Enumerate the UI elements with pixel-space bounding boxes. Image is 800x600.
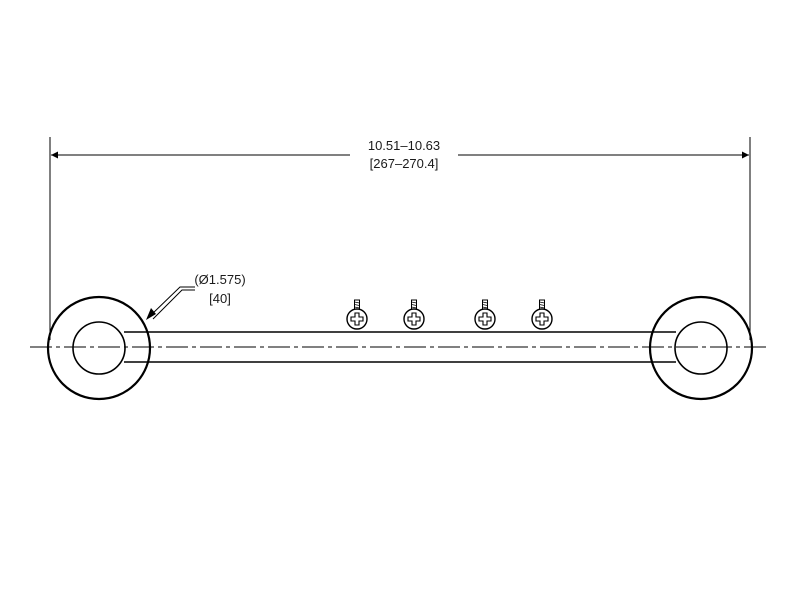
right-flange-inner xyxy=(674,321,728,375)
overall-length-inch-label: 10.51–10.63 xyxy=(368,138,440,153)
overall-length-mm-label: [267–270.4] xyxy=(370,156,439,171)
left-flange xyxy=(46,295,152,401)
screw-icon xyxy=(403,299,425,330)
leader-arrow xyxy=(146,308,156,320)
right-flange-outer xyxy=(648,295,754,401)
left-flange-outer xyxy=(46,295,152,401)
screw-icon xyxy=(474,299,496,330)
right-flange xyxy=(648,295,754,401)
screw-icon xyxy=(531,299,553,330)
flange-diameter-mm-label: [40] xyxy=(209,291,231,306)
screws xyxy=(346,299,553,330)
grab-bar-tube xyxy=(124,331,676,363)
flange-diameter-callout: (Ø1.575) [40] xyxy=(146,272,246,320)
screw-icon xyxy=(346,299,368,330)
leader-line-offset xyxy=(152,289,195,320)
leader-line xyxy=(149,286,195,317)
left-flange-inner xyxy=(72,321,126,375)
overall-length-dimension: 10.51–10.63 [267–270.4] xyxy=(49,137,751,340)
flange-diameter-inch-label: (Ø1.575) xyxy=(194,272,245,287)
